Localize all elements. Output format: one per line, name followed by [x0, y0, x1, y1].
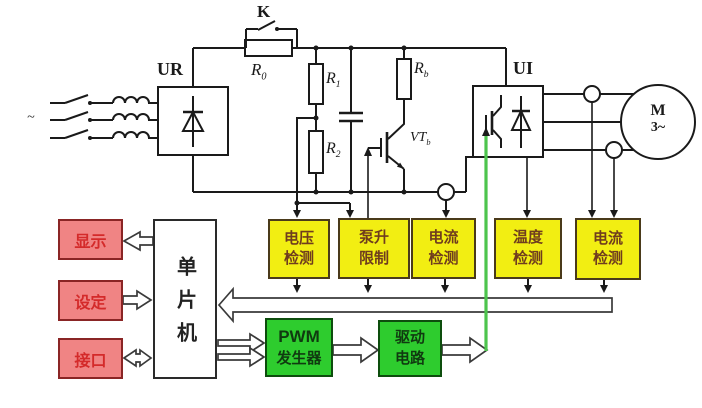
voltage-divider-r1-r2	[308, 48, 324, 195]
r0-label: R0	[251, 60, 267, 83]
pwm-generator-block: PWM 发生器	[265, 318, 333, 377]
motor-output-lines	[523, 84, 696, 218]
rectifier-ur-symbol	[157, 86, 229, 156]
temp-detect-line2: 检测	[512, 249, 543, 267]
display-block: 显示	[58, 219, 123, 260]
detector-output-arrows	[293, 279, 608, 293]
output-current-detect-line2: 检测	[592, 250, 623, 267]
inverter-label: UI	[513, 58, 534, 78]
igbt-gate-drive-wire	[482, 127, 490, 351]
three-phase-input	[50, 94, 158, 140]
pump-limit-line2: 限制	[358, 249, 389, 267]
r2-label: R2	[326, 140, 341, 161]
vtb-label: VTb	[410, 130, 431, 147]
voltage-detect-block: 电压 检测	[268, 219, 330, 279]
voltage-detect-line1: 电压	[283, 229, 314, 247]
dc-link-capacitor	[339, 48, 363, 195]
precharge-resistor-r0	[244, 39, 293, 57]
ac-source-label: ~	[27, 110, 35, 125]
dc-current-detect-line1: 电流	[428, 229, 459, 247]
output-current-sensor-2	[605, 141, 623, 159]
motor-label-3ph: 3~	[650, 119, 666, 135]
pwm-line1: PWM	[278, 326, 320, 346]
temp-detect-block: 温度 检测	[494, 218, 562, 279]
brake-chopper-rb-vtb	[364, 48, 412, 218]
io-arrows	[122, 230, 154, 368]
motor-symbol	[620, 84, 696, 160]
motor-label: M 3~	[638, 102, 678, 135]
setting-block: 设定	[58, 280, 123, 321]
mcu-block: 单片机	[153, 219, 217, 379]
interface-block: 接口	[58, 338, 123, 379]
rectifier-label: UR	[157, 59, 183, 79]
pwm-line2: 发生器	[276, 349, 322, 367]
display-label: 显示	[74, 233, 107, 251]
dc-bus-positive-rail	[192, 20, 507, 87]
dc-bus-negative-rail	[192, 155, 473, 218]
inverter-ui-symbol	[472, 85, 544, 158]
pump-limit-block: 泵升 限制	[338, 218, 410, 279]
pump-limit-line1: 泵升	[358, 229, 389, 247]
dc-current-detect-line2: 检测	[428, 249, 459, 267]
interface-label: 接口	[74, 352, 107, 370]
mcu-label: 单片机	[173, 256, 196, 355]
control-flow-arrows	[217, 332, 489, 368]
contactor-k-symbol	[245, 20, 298, 48]
output-current-detect-line1: 电流	[592, 229, 623, 247]
temp-detect-line1: 温度	[512, 229, 543, 247]
output-current-detect-block: 电流 检测	[575, 218, 641, 280]
dc-current-sensor	[437, 183, 455, 201]
contactor-label: K	[257, 2, 271, 21]
voltage-sample-tap	[293, 117, 354, 218]
dc-current-detect-block: 电流 检测	[411, 218, 476, 279]
output-current-sensor-1	[583, 85, 601, 103]
motor-label-m: M	[650, 102, 666, 119]
feedback-bus-arrow	[217, 286, 613, 324]
drive-line1: 驱动	[394, 329, 425, 347]
rb-label: Rb	[414, 60, 429, 81]
voltage-detect-line2: 检测	[283, 250, 314, 267]
drive-line2: 电路	[394, 349, 425, 367]
setting-label: 设定	[74, 294, 107, 312]
r1-label: R1	[326, 70, 341, 91]
drive-circuit-block: 驱动 电路	[378, 320, 442, 377]
